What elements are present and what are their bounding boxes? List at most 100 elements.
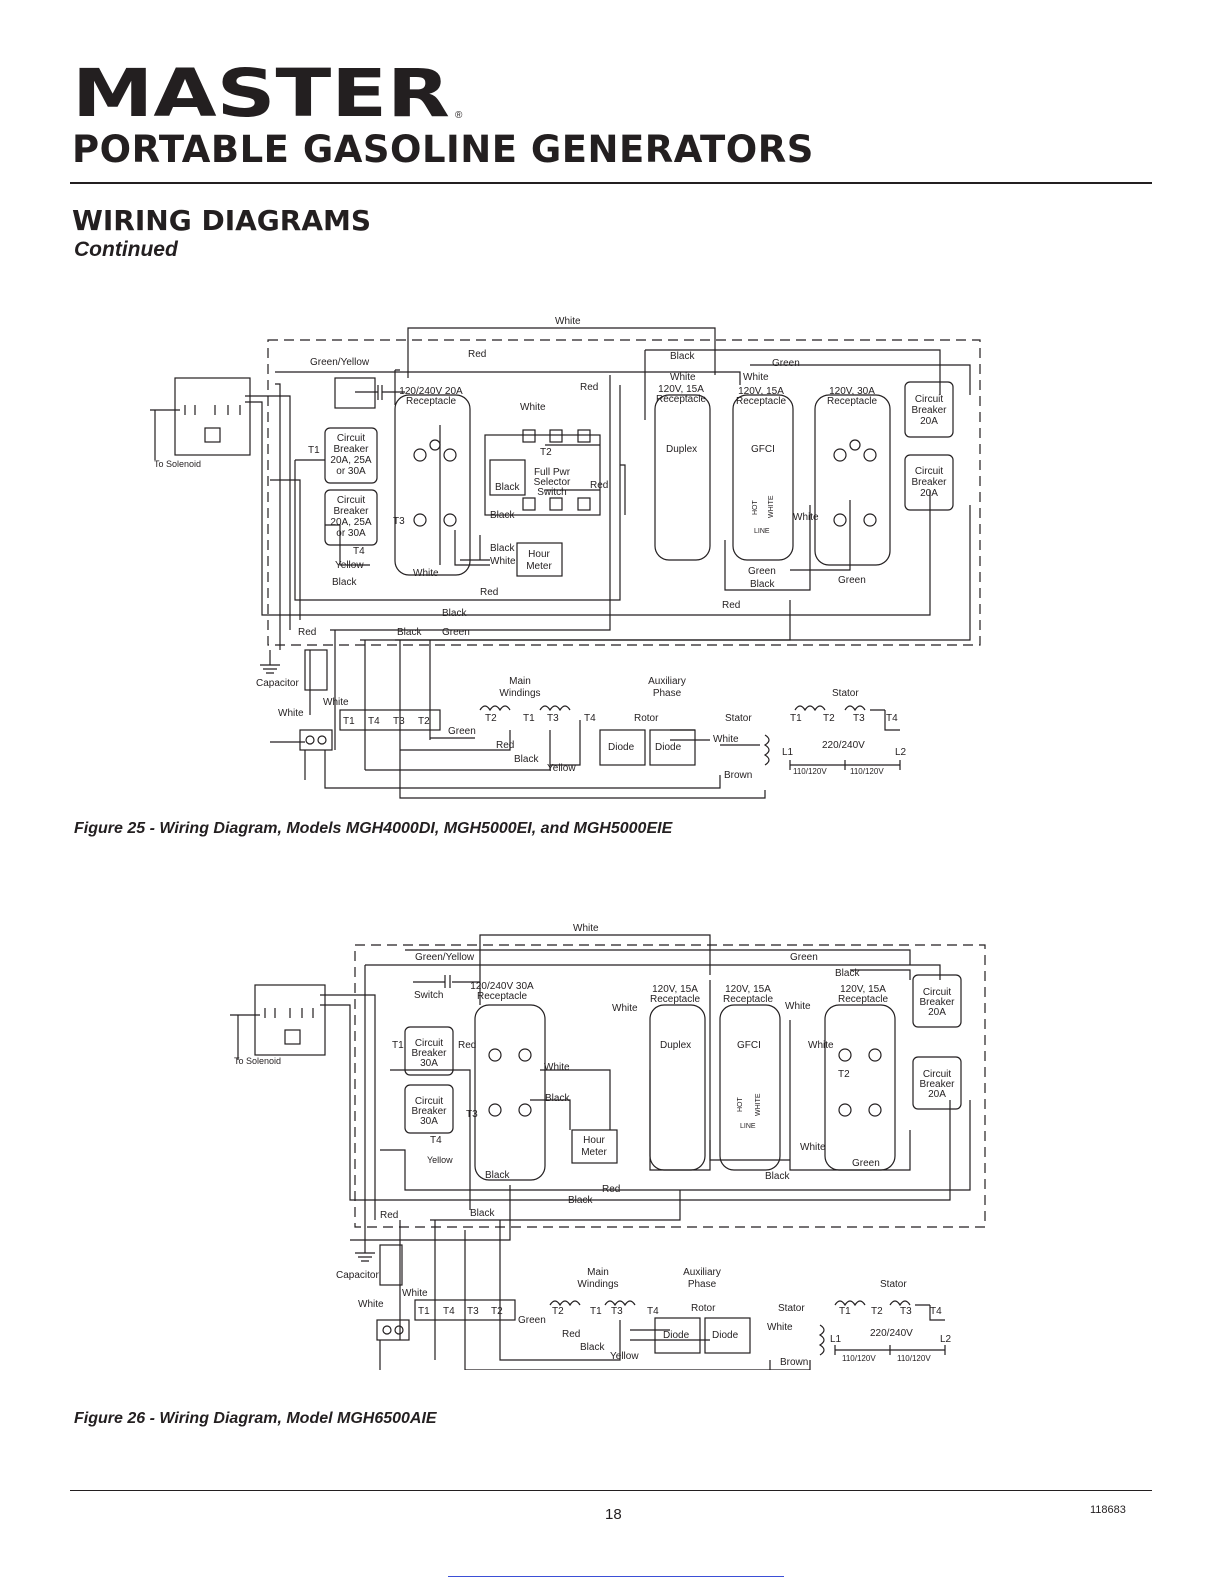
- stator-coil: [763, 734, 770, 766]
- receptacle-240v: [394, 394, 471, 576]
- wire: [320, 1004, 951, 1201]
- gfci-hot-label: HOT: [737, 1097, 744, 1113]
- wire: [750, 364, 971, 395]
- winding-t1: T1: [523, 713, 535, 724]
- wire: [275, 383, 281, 650]
- wire-label: Green: [442, 627, 470, 638]
- wire-label: Black: [490, 543, 515, 554]
- wire-label: Yellow: [427, 1155, 453, 1165]
- svg-text:Receptacle: Receptacle: [827, 396, 877, 407]
- wire: [365, 730, 551, 771]
- selector-contact: [522, 429, 536, 443]
- svg-text:Receptacle: Receptacle: [406, 396, 456, 407]
- terminal-block: [414, 1299, 516, 1321]
- receptacle-duplex: [654, 394, 711, 561]
- circuit-breaker-4: [912, 1056, 962, 1110]
- wire-label: White: [767, 1322, 793, 1333]
- svg-text:20A: 20A: [920, 416, 938, 427]
- svg-text:Hour: Hour: [583, 1135, 605, 1146]
- svg-text:120V, 30A: 120V, 30A: [829, 386, 875, 397]
- svg-text:Circuit: Circuit: [415, 1038, 444, 1049]
- gfci-white-label: WHITE: [768, 495, 775, 518]
- svg-text:Circuit: Circuit: [415, 1096, 444, 1107]
- terminal-label: T3: [466, 1109, 478, 1120]
- main-winding-coil: [604, 1300, 636, 1307]
- receptacle-15a-right: [824, 1004, 896, 1171]
- capacitor-terminal: [305, 735, 315, 745]
- hour-meter-box: [571, 1129, 618, 1164]
- svg-text:or 30A: or 30A: [336, 466, 366, 477]
- terminal-label: T1: [308, 445, 320, 456]
- circuit-breaker-2-label: Circuit Breaker 30A: [411, 1096, 447, 1127]
- rotor-label: Rotor: [634, 713, 659, 724]
- wire-label: Black: [514, 754, 539, 765]
- page-number: 18: [605, 1506, 622, 1523]
- terminal-label: T3: [393, 516, 405, 527]
- gfci-label: GFCI: [737, 1040, 761, 1051]
- svg-text:Breaker: Breaker: [333, 506, 369, 517]
- main-winding-coil: [549, 1300, 581, 1307]
- wire: [724, 505, 811, 591]
- diode-label: Diode: [712, 1330, 739, 1341]
- receptacle-15a-right-label: 120V, 15A Receptacle: [838, 984, 888, 1005]
- svg-text:Main: Main: [509, 676, 531, 687]
- selector-contact: [549, 497, 563, 511]
- rotor-diode-box: [649, 729, 696, 766]
- svg-text:Breaker: Breaker: [411, 1048, 447, 1059]
- terminal-block: [339, 709, 441, 731]
- wire: [530, 1099, 571, 1130]
- receptacle-240v-label: 120/240V 20A Receptacle: [399, 386, 463, 407]
- wire: [394, 369, 400, 405]
- wire: [380, 1100, 971, 1191]
- rotor-label: Rotor: [691, 1303, 716, 1314]
- wire-label: White: [573, 923, 599, 934]
- wire-label: Red: [562, 1329, 580, 1340]
- wire: [150, 409, 180, 460]
- diode-label: Diode: [655, 742, 682, 753]
- svg-text:Receptacle: Receptacle: [736, 396, 786, 407]
- wire: [645, 349, 941, 395]
- wire: [399, 780, 766, 799]
- wire-label: White: [544, 1062, 570, 1073]
- wire: [245, 395, 291, 630]
- selector-black-terminal: [489, 459, 526, 496]
- svg-text:120V, 15A: 120V, 15A: [840, 984, 886, 995]
- wire-label: Red: [458, 1040, 476, 1051]
- svg-text:120V, 15A: 120V, 15A: [738, 386, 784, 397]
- wire: [545, 444, 600, 491]
- svg-text:Receptacle: Receptacle: [477, 991, 527, 1002]
- receptacle-15a-gfci-label: 120V, 15A Receptacle: [736, 386, 786, 407]
- stator-label: Stator: [880, 1279, 907, 1290]
- switch-symbol: [444, 975, 451, 988]
- terminal-label: T4: [353, 546, 365, 557]
- wire-label: White: [555, 316, 581, 327]
- wire-label: Black: [495, 482, 520, 493]
- wiring-diagram-figure-25: White Green/Yellow Red Black Green White…: [150, 310, 1000, 810]
- hour-meter-label: Hour Meter: [581, 1135, 607, 1158]
- wire-label: Red: [602, 1184, 620, 1195]
- gfci-line-label: LINE: [740, 1123, 756, 1130]
- svg-text:120V, 15A: 120V, 15A: [652, 984, 698, 995]
- stator-label: Stator: [778, 1303, 805, 1314]
- stator-label: Stator: [725, 713, 752, 724]
- selector-contact: [577, 497, 591, 511]
- capacitor-terminals: [376, 1319, 410, 1341]
- hour-meter-box: [516, 542, 563, 577]
- svg-text:Breaker: Breaker: [911, 405, 947, 416]
- stator-winding: [834, 1300, 945, 1321]
- svg-text:Breaker: Breaker: [411, 1106, 447, 1117]
- svg-text:Circuit: Circuit: [915, 466, 944, 477]
- terminal-block-t3: T3: [467, 1306, 479, 1317]
- wire: [270, 479, 301, 620]
- circuit-breaker-3-label: Circuit Breaker 20A: [919, 987, 955, 1018]
- svg-text:Main: Main: [587, 1267, 609, 1278]
- svg-text:Circuit: Circuit: [337, 495, 366, 506]
- duplex-label: Duplex: [660, 1040, 691, 1051]
- svg-text:Auxiliary: Auxiliary: [683, 1267, 721, 1278]
- voltage-scale: [789, 760, 901, 770]
- stator-l1: L1: [782, 747, 794, 758]
- circuit-breaker-4-label: Circuit Breaker 20A: [911, 466, 947, 499]
- section-subtitle: Continued: [74, 238, 178, 261]
- capacitor-body: [379, 1244, 403, 1286]
- circuit-breaker-3: [912, 974, 962, 1028]
